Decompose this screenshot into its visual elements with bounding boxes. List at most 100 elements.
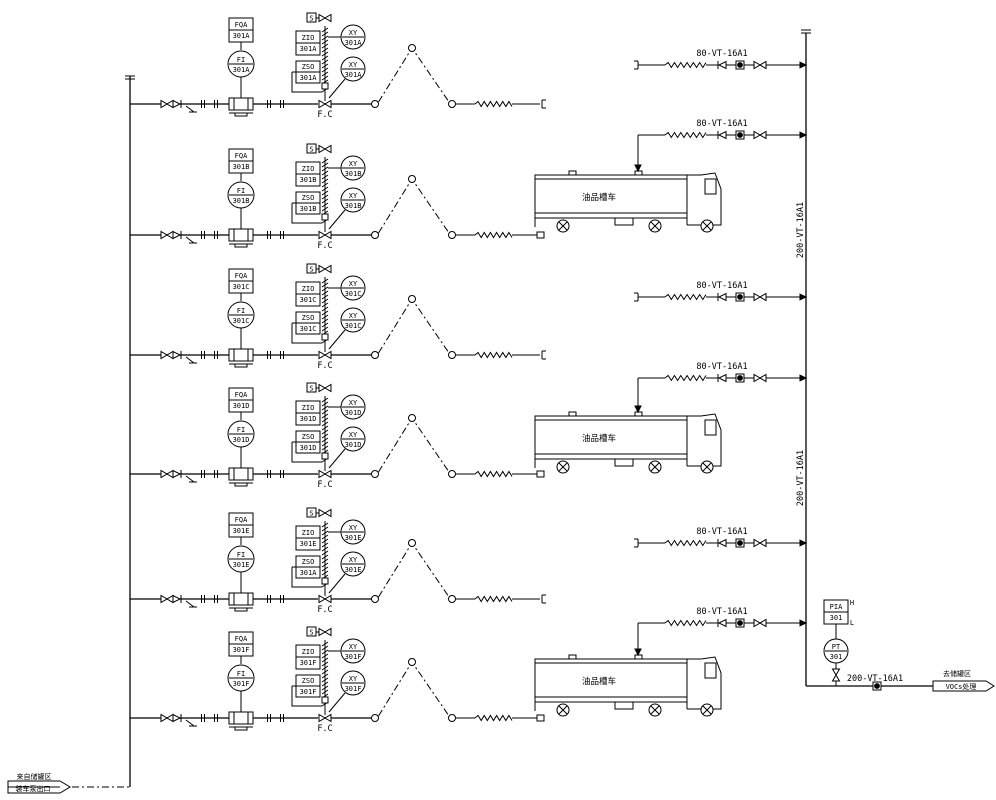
signal-hatch: [322, 315, 328, 319]
truck-wheel: [557, 704, 569, 716]
gate-valve-icon: [161, 232, 173, 239]
signal-hatch: [322, 446, 328, 450]
instrument-name: XY: [349, 675, 358, 683]
valve-wedge: [161, 101, 167, 108]
swivel-joint: [449, 101, 456, 108]
inlet-label-1: 来自储罐区: [17, 772, 52, 781]
drain-tick: [186, 357, 194, 363]
flange-pair: [268, 595, 271, 603]
swivel-joint: [449, 471, 456, 478]
actuator-valve-icon: [319, 629, 331, 636]
instrument-tag: 301E: [300, 540, 317, 548]
cab-window: [705, 420, 716, 435]
signal-hatch: [322, 60, 328, 64]
flow-arrow-icon: [635, 406, 641, 412]
flow-arrow-icon: [635, 165, 641, 171]
check-valve-icon: [173, 100, 181, 108]
instrument-tag: 301A: [300, 74, 318, 82]
instrument-tag: 301A: [345, 71, 363, 79]
signal-hatch: [322, 44, 328, 48]
valve-wedge: [319, 385, 325, 392]
loading-row-3: FQA301CFI301CF.CSZIO301CZSO301CXY301CXY3…: [130, 264, 806, 371]
instrument-tag: 301A: [233, 32, 251, 40]
control-valve-icon: [319, 715, 331, 722]
loading-row-1: FQA301AFI301AF.CSZIO301AZSO301AXY301AXY3…: [130, 13, 806, 120]
wheel-cross: [651, 706, 659, 714]
position-switch: [322, 214, 328, 220]
valve-wedge: [319, 146, 325, 153]
flange-pair: [281, 714, 284, 722]
swivel-joint: [409, 45, 416, 52]
valve-wedge: [167, 101, 173, 108]
truck-wheel: [557, 220, 569, 232]
signal-hatch: [322, 299, 328, 303]
instrument-tag: 301D: [233, 436, 250, 444]
flow-arrow-icon: [800, 540, 806, 546]
signal-line: [329, 210, 345, 229]
signal-hatch: [322, 543, 328, 547]
solenoid-label: S: [309, 266, 313, 274]
instrument-name: FI: [237, 426, 245, 434]
outlet-line-label: 200-VT-16A1: [847, 674, 903, 684]
flow-meter: [229, 98, 253, 116]
instrument-tag: 301E: [345, 566, 362, 574]
signal-hatch: [322, 547, 328, 551]
position-switch: [322, 83, 328, 89]
flange-pair: [215, 714, 218, 722]
tanker-truck: 油品槽车: [535, 655, 721, 716]
check-valve-icon: [173, 714, 181, 722]
signal-hatch: [322, 527, 328, 531]
valve-wedge: [167, 715, 173, 722]
spectacle-disc: [738, 295, 743, 300]
signal-hatch: [322, 658, 328, 662]
wheel-cross: [651, 222, 659, 230]
flange-pair: [268, 100, 271, 108]
control-valve-icon: [319, 352, 331, 359]
flow-arrow-icon: [800, 294, 806, 300]
valve-wedge: [325, 146, 331, 153]
instrument-tag: 301C: [345, 322, 362, 330]
instrument-tag: 301B: [233, 163, 250, 171]
vent-line-label: 80-VT-16A1: [696, 362, 747, 372]
valve-wedge: [167, 352, 173, 359]
truck-wheel: [649, 461, 661, 473]
valve-wedge: [167, 471, 173, 478]
actuator-valve-icon: [319, 15, 331, 22]
instrument-name: FI: [237, 187, 245, 195]
flange-pair: [215, 100, 218, 108]
signal-hatch: [322, 283, 328, 287]
valve-wedge: [760, 540, 766, 547]
gate-valve-icon: [754, 620, 766, 627]
hose-zigzag: [475, 353, 512, 358]
instrument-tag: 301D: [300, 444, 317, 452]
valve-wedge: [167, 232, 173, 239]
check-wedge: [173, 352, 180, 359]
signal-hatch: [322, 402, 328, 406]
header-line-label: 200-VT-16A1: [796, 202, 806, 258]
tanker-truck: 油品槽车: [535, 412, 721, 473]
gate-valve-icon: [161, 352, 173, 359]
solenoid-label: S: [309, 510, 313, 518]
signal-hatch: [322, 646, 328, 650]
blind-spectacle-icon: [873, 682, 881, 690]
signal-hatch: [322, 291, 328, 295]
gate-valve-icon: [754, 62, 766, 69]
truck-cab: [687, 173, 721, 225]
alarm-low: L: [850, 619, 854, 627]
signal-hatch: [322, 311, 328, 315]
signal-hatch: [322, 195, 328, 199]
flow-arrow-icon: [800, 62, 806, 68]
check-valve-icon: [173, 595, 181, 603]
signal-hatch: [322, 307, 328, 311]
swivel-joint: [372, 232, 379, 239]
fail-closed-label: F.C: [317, 724, 332, 734]
hose-zigzag: [475, 716, 512, 721]
flexible-hose: [475, 233, 512, 238]
solenoid-box: S: [307, 144, 316, 154]
